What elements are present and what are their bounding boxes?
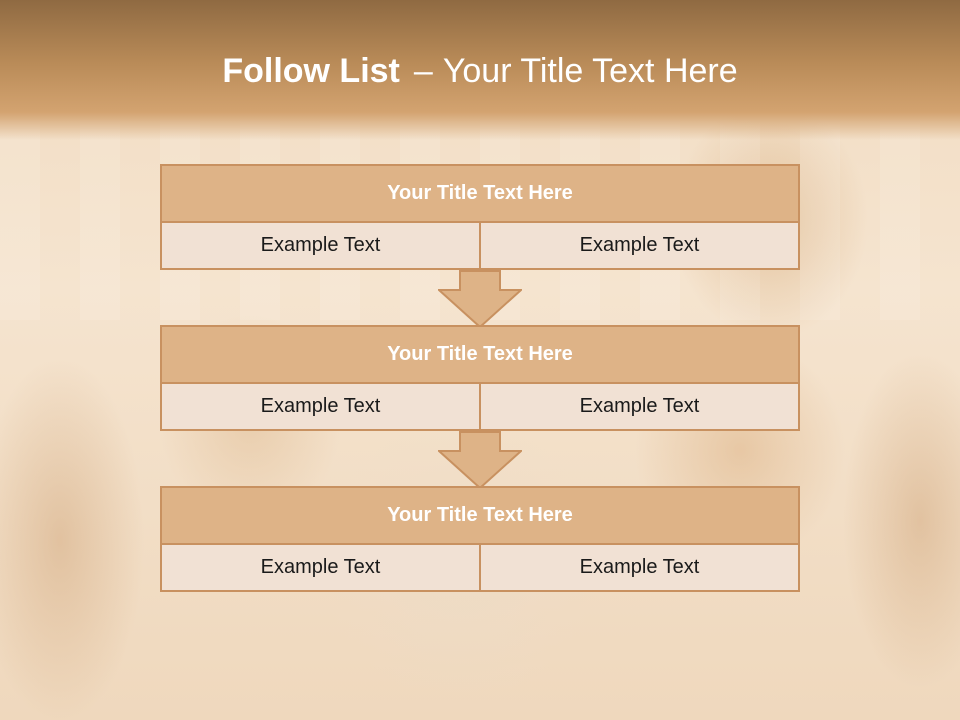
- list-block-heading: Your Title Text Here: [162, 166, 798, 223]
- down-arrow-icon: [438, 270, 522, 328]
- list-block-3: Your Title Text Here Example Text Exampl…: [160, 486, 800, 592]
- list-block-2: Your Title Text Here Example Text Exampl…: [160, 325, 800, 431]
- list-block-1: Your Title Text Here Example Text Exampl…: [160, 164, 800, 270]
- list-block-row: Example Text Example Text: [162, 545, 798, 590]
- list-block-left-text: Example Text: [162, 223, 479, 268]
- slide-title: Follow List–Your Title Text Here: [0, 52, 960, 91]
- list-block-row: Example Text Example Text: [162, 223, 798, 268]
- title-bar: [0, 0, 960, 140]
- down-arrow-icon: [438, 431, 522, 489]
- slide-title-bold: Follow List: [222, 52, 400, 90]
- list-block-left-text: Example Text: [162, 384, 479, 429]
- list-block-heading: Your Title Text Here: [162, 327, 798, 384]
- list-block-heading: Your Title Text Here: [162, 488, 798, 545]
- list-block-right-text: Example Text: [479, 223, 798, 268]
- list-block-left-text: Example Text: [162, 545, 479, 590]
- slide-title-rest: Your Title Text Here: [442, 52, 738, 90]
- list-block-right-text: Example Text: [479, 545, 798, 590]
- list-block-row: Example Text Example Text: [162, 384, 798, 429]
- slide-title-separator: –: [413, 52, 433, 90]
- list-block-right-text: Example Text: [479, 384, 798, 429]
